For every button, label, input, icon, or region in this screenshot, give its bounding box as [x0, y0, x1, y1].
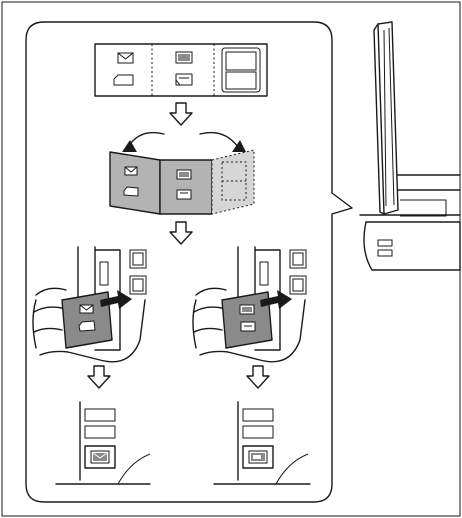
fold-arrow-left-icon — [128, 133, 164, 147]
envelope-thick-icon — [176, 52, 192, 63]
envelope-icon — [91, 451, 109, 463]
insert-right — [193, 247, 306, 362]
paper-thick-icon — [249, 451, 267, 463]
down-arrow-icon — [247, 366, 269, 388]
printer-illustration — [360, 22, 460, 270]
label-sheet — [95, 44, 267, 96]
insert-left — [33, 247, 146, 362]
fold-sheet — [110, 133, 254, 214]
result-right — [214, 402, 310, 484]
paper-icon — [124, 187, 138, 196]
envelope-icon — [125, 167, 137, 175]
paper-thick-icon — [177, 190, 191, 199]
paper-icon — [79, 321, 95, 331]
fold-arrow-right-icon — [200, 133, 238, 147]
paper-icon — [114, 75, 133, 85]
envelope-icon — [80, 305, 93, 313]
down-arrow-icon — [170, 103, 192, 125]
envelope-icon — [118, 53, 133, 63]
envelope-thick-icon — [240, 305, 254, 314]
blank-slot-icon — [222, 48, 260, 92]
envelope-thick-icon — [177, 170, 191, 179]
down-arrow-icon — [88, 366, 110, 388]
result-left — [56, 402, 150, 484]
down-arrow-icon — [170, 222, 192, 244]
paper-thick-icon — [176, 74, 192, 85]
paper-thick-icon — [241, 322, 255, 331]
